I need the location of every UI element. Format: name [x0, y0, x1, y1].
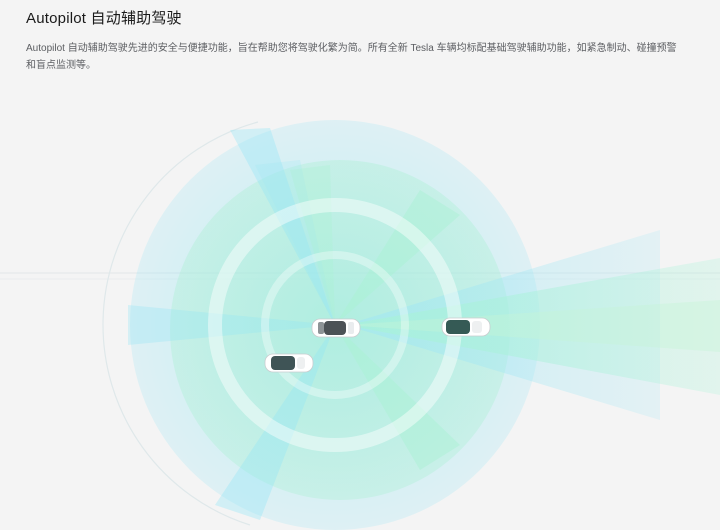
camera-beam: [255, 160, 335, 325]
ego-car: [311, 318, 361, 338]
camera-beam: [230, 128, 335, 325]
page-description: Autopilot 自动辅助驾驶先进的安全与便捷功能，旨在帮助您将驾驶化繁为简。…: [26, 43, 677, 71]
side-beam: [290, 165, 335, 325]
page-title: Autopilot 自动辅助驾驶: [26, 10, 182, 27]
outer-arc: [102, 121, 259, 526]
lead-car: [441, 317, 491, 337]
camera-beam: [128, 305, 335, 345]
side-beam: [335, 190, 460, 325]
forward-radar-beam: [345, 258, 720, 395]
inner-ring: [261, 251, 409, 399]
side-beam: [335, 325, 460, 470]
narrow-forward-beam: [345, 300, 720, 352]
camera-beam: [215, 325, 335, 520]
rear-left-car: [264, 353, 314, 373]
